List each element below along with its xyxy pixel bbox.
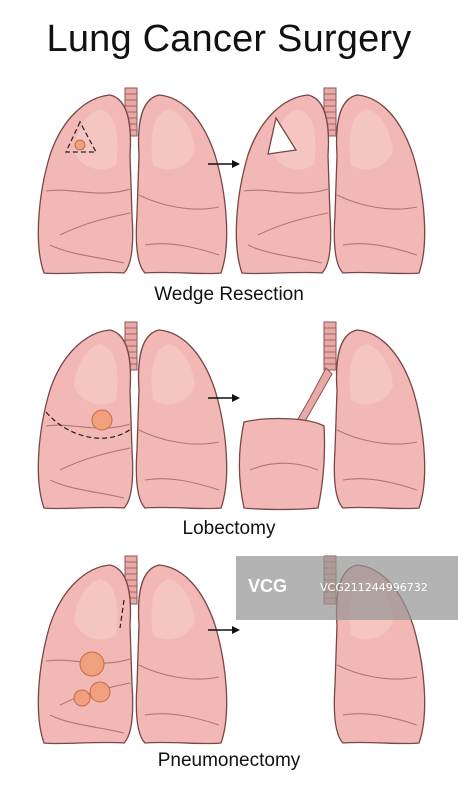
page-title: Lung Cancer Surgery [46,18,412,60]
tumor-cluster-b [73,689,91,707]
lobectomy-after [238,321,426,511]
caption-pneumonectomy: Pneumonectomy [157,750,301,771]
caption-lobectomy: Lobectomy [182,518,276,539]
tumor-cluster-a [89,681,111,703]
wedge-before [37,87,228,275]
wedge-after [235,87,426,275]
tumor-medium [91,409,113,431]
lobectomy-arrow [208,394,240,402]
lobe-cut-line [45,411,133,439]
watermark-text: VCG211244996732 [320,581,428,594]
tumor-large [79,651,105,677]
remaining-lower-lobe [238,417,326,511]
pneumonectomy-arrow [208,626,240,634]
wedge-cut-line [65,120,97,153]
pneumonectomy-before [37,555,228,745]
watermark: VCG VCG211244996732 [236,556,458,620]
watermark-logo: VCG [248,576,288,596]
bronchus-cut-line [119,599,125,629]
lobectomy-before [37,321,228,510]
tumor-small [74,139,86,151]
wedge-arrow [208,160,240,168]
caption-wedge-resection: Wedge Resection [154,284,304,305]
